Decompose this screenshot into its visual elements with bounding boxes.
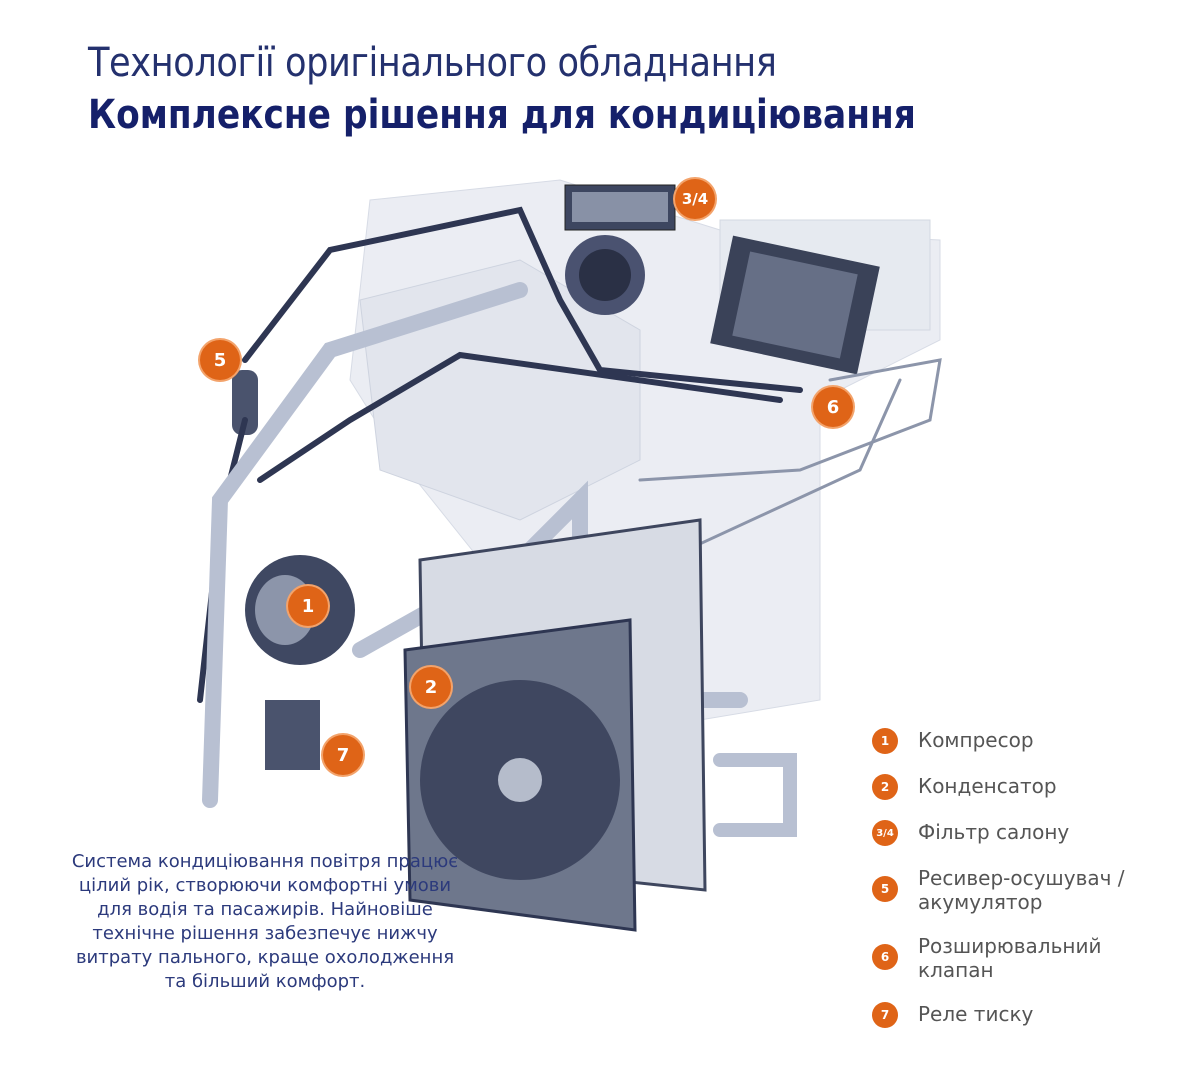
marker-5: 5 bbox=[200, 340, 240, 380]
legend-label: Фільтр салону bbox=[918, 820, 1070, 844]
subtitle: Технології оригінального обладнання bbox=[88, 40, 777, 86]
legend-label: Розширювальний клапан bbox=[918, 934, 1102, 982]
evaporator bbox=[710, 235, 880, 375]
legend-label: Реле тиску bbox=[918, 1002, 1034, 1026]
legend: 1 Компресор 2 Конденсатор 3/4 Фільтр салону… bbox=[872, 728, 1172, 1048]
legend-badge: 5 bbox=[872, 876, 898, 902]
legend-item: 3/4 Фільтр салону bbox=[872, 820, 1172, 846]
description: Система кондиціювання повітря працює ціл… bbox=[71, 851, 459, 992]
marker-3-4: 3/4 bbox=[675, 179, 715, 219]
marker-1: 1 bbox=[288, 586, 328, 626]
receiver-drier bbox=[232, 370, 258, 435]
legend-label: Ресивер-осушувач / акумулятор bbox=[918, 866, 1125, 914]
legend-item: 1 Компресор bbox=[872, 728, 1172, 754]
pressure-relay bbox=[265, 700, 320, 770]
legend-item: 2 Конденсатор bbox=[872, 774, 1172, 800]
marker-2: 2 bbox=[411, 667, 451, 707]
page-title: Комплексне рішення для кондиціювання bbox=[88, 92, 916, 138]
legend-item: 6 Розширювальний клапан bbox=[872, 934, 1172, 982]
legend-label: Конденсатор bbox=[918, 774, 1057, 798]
legend-badge: 6 bbox=[872, 944, 898, 970]
fan bbox=[420, 680, 620, 880]
marker-6: 6 bbox=[813, 387, 853, 427]
legend-item: 5 Ресивер-осушувач / акумулятор bbox=[872, 866, 1172, 914]
legend-item: 7 Реле тиску bbox=[872, 1002, 1172, 1028]
marker-7: 7 bbox=[323, 735, 363, 775]
cabin-filter bbox=[564, 184, 676, 231]
legend-badge: 3/4 bbox=[872, 820, 898, 846]
legend-badge: 1 bbox=[872, 728, 898, 754]
legend-badge: 2 bbox=[872, 774, 898, 800]
blower bbox=[565, 235, 645, 315]
legend-badge: 7 bbox=[872, 1002, 898, 1028]
legend-label: Компресор bbox=[918, 728, 1034, 752]
